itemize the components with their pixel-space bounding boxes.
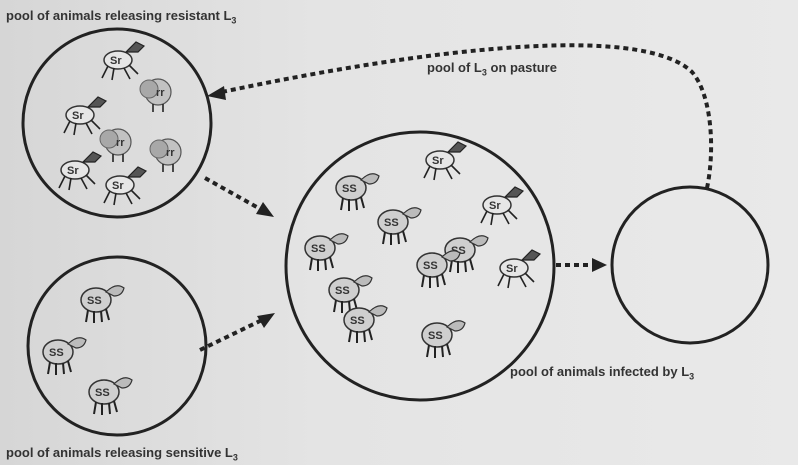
arrow-resistant-to-infected [205, 178, 274, 217]
goat-icon [104, 167, 146, 205]
sheep-label: SS [384, 217, 399, 229]
sheep-label: SS [49, 347, 64, 359]
sheep-label: Sr [432, 155, 444, 167]
sheep-label: SS [311, 243, 326, 255]
sheep-label: SS [423, 260, 438, 272]
sheep-label: Sr [506, 263, 518, 275]
goat-icon [498, 250, 540, 288]
resistant-pool-animals: Sr rr Sr rr Sr rr Sr [59, 42, 181, 205]
sheep-label: rr [166, 147, 175, 159]
sensitive-pool-animals: SS SS SS [43, 286, 132, 415]
sheep-label: rr [156, 87, 165, 99]
sheep-label: rr [116, 137, 125, 149]
sheep-label: SS [87, 295, 102, 307]
infected-pool-animals: Sr SS Sr SS SS SS SS Sr SS SS SS [305, 142, 540, 358]
sensitive-pool-label: pool of animals releasing sensitive L3 [6, 445, 238, 463]
sheep-label: Sr [72, 110, 84, 122]
goat-icon [59, 152, 101, 190]
sheep-label: SS [350, 315, 365, 327]
sheep-label: Sr [110, 55, 122, 67]
sheep-label: SS [95, 387, 110, 399]
pasture-pool-label: pool of L3 on pasture [427, 60, 557, 78]
sheep-label: Sr [112, 180, 124, 192]
sheep-label: SS [428, 330, 443, 342]
goat-icon [481, 187, 523, 225]
resistant-pool-label: pool of animals releasing resistant L3 [6, 8, 236, 26]
arrow-infected-to-pasture [556, 258, 607, 272]
sheep-label: Sr [67, 165, 79, 177]
arrow-sensitive-to-infected [200, 313, 275, 350]
infected-pool-label: pool of animals infected by L3 [510, 364, 694, 382]
pasture-pool-circle [612, 187, 768, 343]
sheep-label: SS [335, 285, 350, 297]
goat-icon [102, 42, 144, 80]
goat-icon [424, 142, 466, 180]
sheep-label: Sr [489, 200, 501, 212]
sheep-label: SS [342, 183, 357, 195]
goat-icon [64, 97, 106, 135]
